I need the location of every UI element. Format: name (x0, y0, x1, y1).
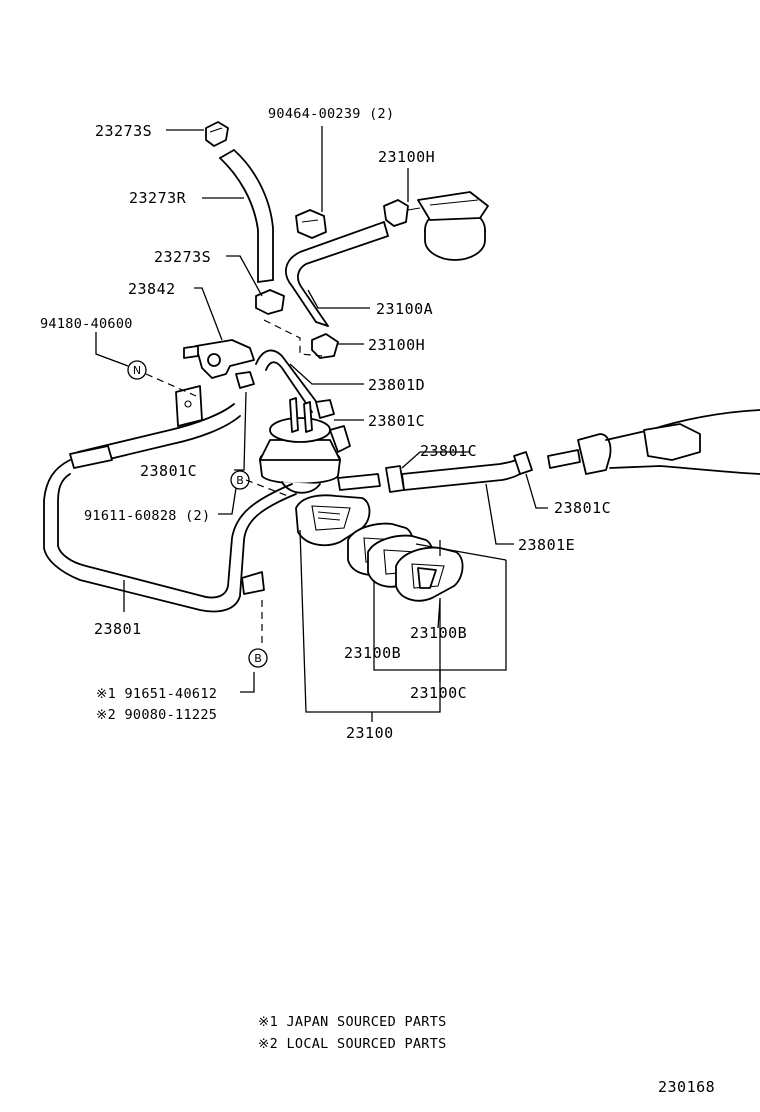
label-90464-00239[interactable]: 90464-00239 (2) (268, 106, 394, 122)
clamp-23801c-hose-e-left-drawing (385, 465, 405, 493)
fuel-filter-drawing (407, 191, 489, 261)
label-23100c[interactable]: 23100C (410, 684, 467, 702)
label-91611-60828[interactable]: 91611-60828 (2) (84, 508, 210, 524)
bracket-23842-drawing (183, 339, 255, 379)
pump-outlet-pipe-drawing (337, 473, 381, 491)
hose-23100a-drawing (285, 221, 389, 327)
label-23273r[interactable]: 23273R (129, 189, 187, 207)
hose-23801e-drawing (401, 455, 529, 491)
label-23801c-hose-e-left[interactable]: 23801C (420, 442, 477, 460)
label-94180-40600[interactable]: 94180-40600 (40, 316, 133, 332)
clamp-23100h-top-drawing (383, 199, 409, 227)
clamp-23273s-top-drawing (205, 121, 229, 147)
fuel-pipe-23801-drawing (43, 385, 297, 613)
label-23842[interactable]: 23842 (128, 280, 176, 298)
label-23801e[interactable]: 23801E (518, 536, 575, 554)
clamp-23801c-small-drawing (235, 371, 335, 419)
marker-b-lower-text: B (254, 652, 262, 665)
leader-lines (95, 126, 548, 722)
label-23100[interactable]: 23100 (346, 724, 394, 742)
label-23801d[interactable]: 23801D (368, 376, 425, 394)
marker-b-upper-text: B (236, 474, 244, 487)
label-23100b-left[interactable]: 23100B (344, 644, 401, 662)
footnote-japan-sourced: ※1 JAPAN SOURCED PARTS (258, 1014, 447, 1030)
hose-23801d-drawing (255, 349, 319, 413)
marker-n-text: N (133, 364, 141, 377)
label-23273s-mid[interactable]: 23273S (154, 248, 211, 266)
label-23100h-mid[interactable]: 23100H (368, 336, 425, 354)
label-23100b-right[interactable]: 23100B (410, 624, 467, 642)
label-90080-11225[interactable]: ※2 90080-11225 (96, 707, 217, 723)
pump-flange-drawing (295, 494, 371, 547)
hose-23273r-drawing (219, 149, 274, 283)
label-23801[interactable]: 23801 (94, 620, 142, 638)
label-23801c-hose-e-right[interactable]: 23801C (554, 499, 611, 517)
label-23100a[interactable]: 23100A (376, 300, 433, 318)
label-23801c-pipe[interactable]: 23801C (140, 462, 197, 480)
label-23273s-top[interactable]: 23273S (95, 122, 152, 140)
clamp-23801c-hose-e-right-drawing (513, 451, 533, 475)
label-91651-40612[interactable]: ※1 91651-40612 (96, 686, 217, 702)
diagram-id: 230168 (658, 1078, 715, 1096)
footnote-local-sourced: ※2 LOCAL SOURCED PARTS (258, 1036, 447, 1052)
carburetor-drawing (547, 409, 760, 475)
marker-n: N (127, 360, 147, 380)
gasket-23100b-right-drawing (395, 546, 464, 602)
clip-90464-drawing (295, 209, 327, 239)
clamp-23100h-mid-drawing (311, 333, 339, 359)
label-23801c-pump[interactable]: 23801C (368, 412, 425, 430)
fuel-pump-drawing (259, 397, 351, 494)
label-23100h-top[interactable]: 23100H (378, 148, 435, 166)
marker-b-upper: B (230, 470, 250, 490)
clamp-23273s-mid-drawing (255, 289, 285, 315)
marker-b-lower: B (248, 648, 268, 668)
